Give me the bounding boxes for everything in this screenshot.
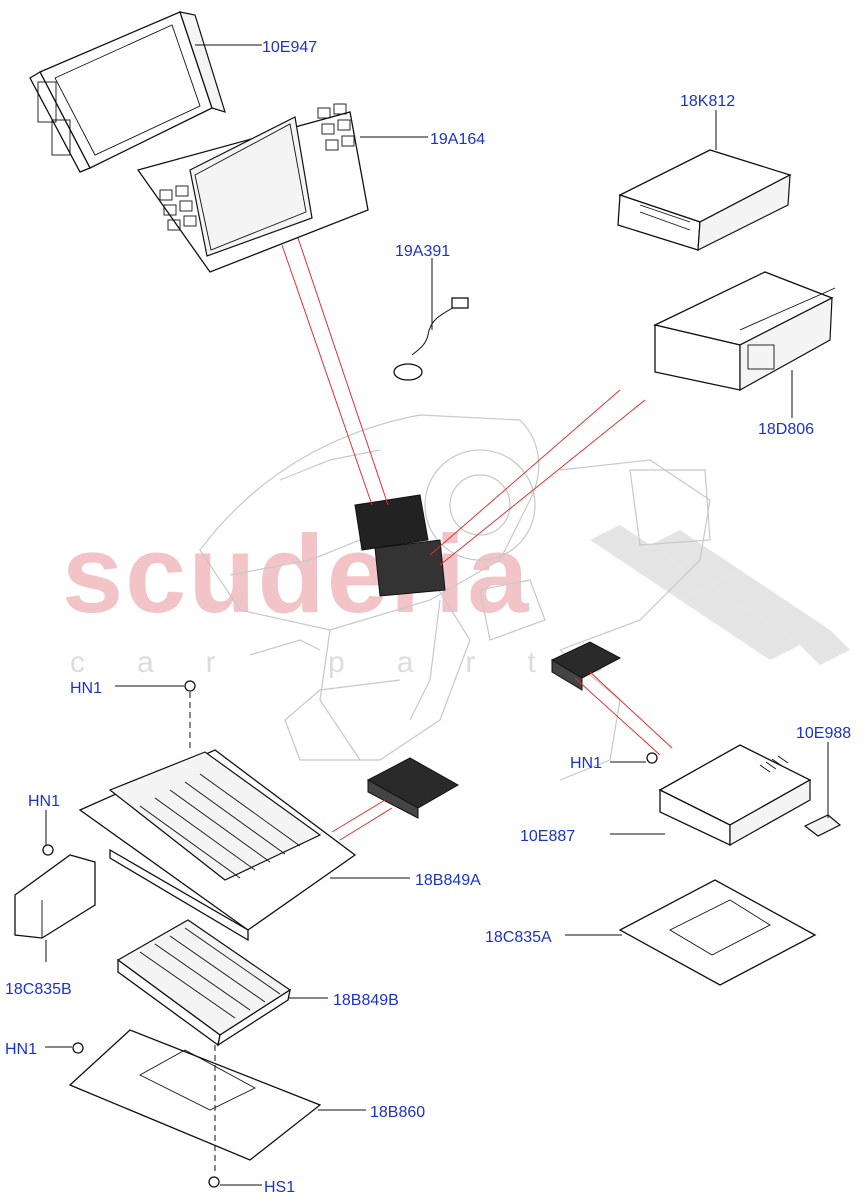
heatsink-fins [139, 773, 301, 879]
callout-HS1: HS1 [264, 1179, 295, 1196]
callout-18D806: 18D806 [758, 421, 814, 438]
part-19A164-bezel [136, 103, 369, 273]
watermark-brand: scuderia [62, 513, 530, 636]
part-10E988-pad [803, 814, 842, 837]
part-19A391-cable [393, 297, 469, 381]
part-18B849A-amplifier [78, 749, 357, 942]
rear-module-in-car [550, 641, 622, 691]
part-18C835A-bracket [618, 879, 817, 986]
watermark: scuderia car parts [62, 513, 850, 679]
callout-labels: 10E947 19A164 18K812 19A391 18D806 HN1 1… [5, 39, 851, 1196]
button-cluster-left [159, 185, 197, 231]
callout-HN1-upper: HN1 [70, 680, 102, 697]
callout-18C835B: 18C835B [5, 981, 72, 998]
checkered-flag-icon [590, 525, 850, 665]
callout-HN1-right: HN1 [570, 755, 602, 772]
part-18D806-unit [653, 271, 836, 392]
callout-19A391: 19A391 [395, 243, 450, 260]
callout-18K812: 18K812 [680, 93, 735, 110]
part-10E887-module [646, 744, 812, 847]
location-lines [281, 237, 673, 841]
callout-19A164: 19A164 [430, 131, 485, 148]
vent-slots [759, 755, 789, 773]
head-unit-in-dash [354, 494, 446, 597]
part-10E947-display [29, 11, 226, 173]
button-cluster-right [317, 103, 355, 151]
callout-18C835A: 18C835A [485, 929, 552, 946]
callout-18B849B: 18B849B [333, 992, 399, 1009]
callout-10E988: 10E988 [796, 725, 851, 742]
fasteners [184, 680, 220, 1188]
callout-10E887: 10E887 [520, 828, 575, 845]
part-18B860-bracket [68, 1029, 322, 1161]
leader-lines [45, 44, 829, 1186]
callout-HN1-left: HN1 [28, 793, 60, 810]
callout-18B860: 18B860 [370, 1104, 425, 1121]
callout-18B849A: 18B849A [415, 872, 481, 889]
part-18B849B-amplifier [116, 919, 292, 1047]
watermark-sub: car parts [70, 646, 655, 679]
part-18K812-module [617, 149, 792, 252]
callout-HN1-lower: HN1 [5, 1041, 37, 1058]
part-18C835B-bracket [14, 844, 96, 939]
amplifier-under-seat [366, 757, 460, 819]
callout-10E947: 10E947 [262, 39, 317, 56]
